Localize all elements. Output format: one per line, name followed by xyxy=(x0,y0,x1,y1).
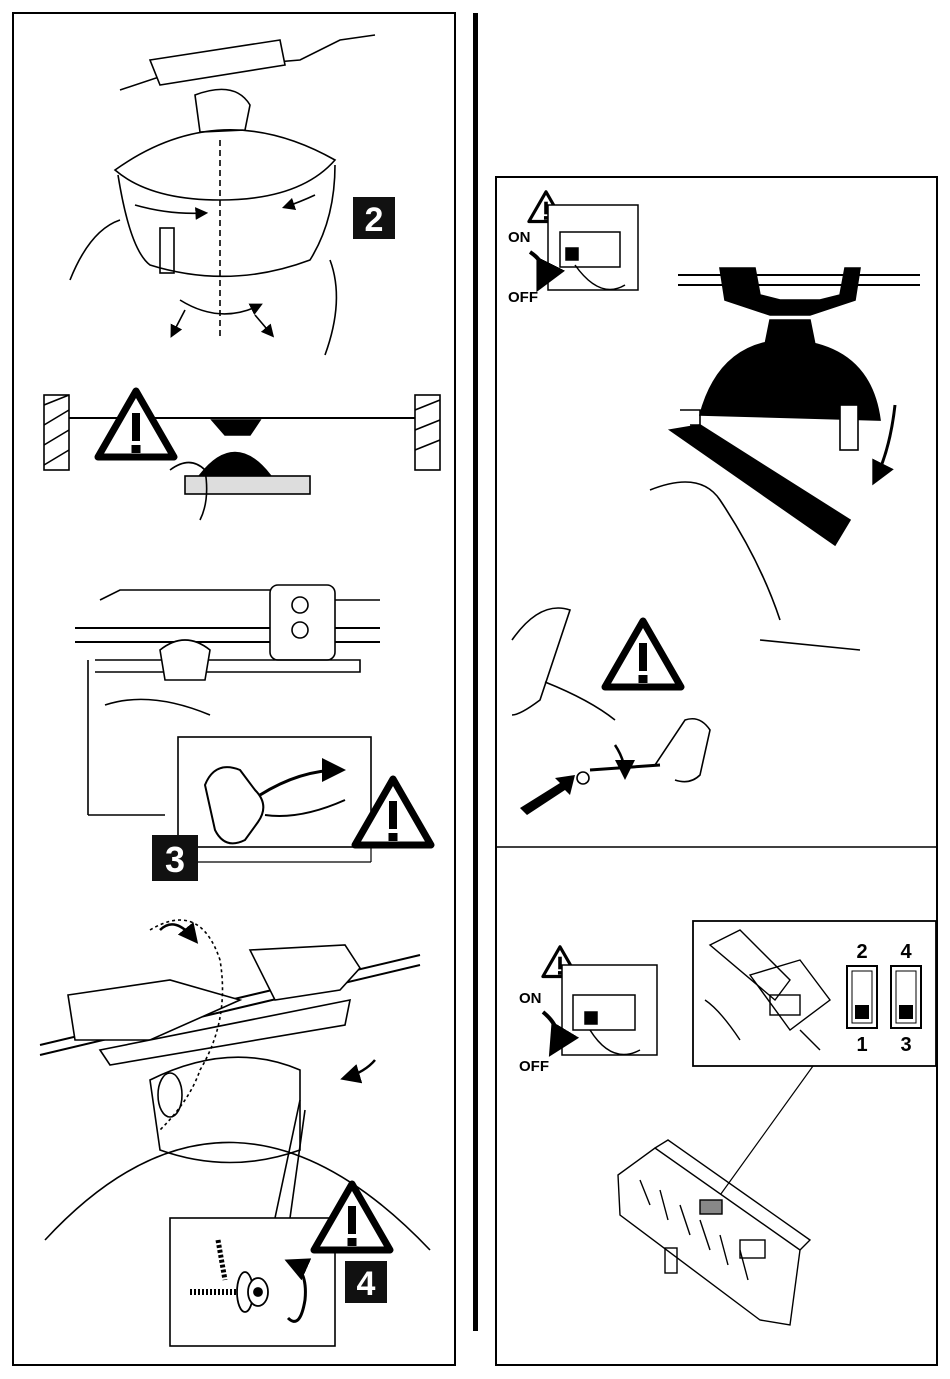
dip-label-1: 1 xyxy=(856,1034,867,1056)
dip-switch-right[interactable] xyxy=(891,966,921,1028)
step-3-label: 3 xyxy=(165,839,185,880)
breaker-box-illustration xyxy=(548,205,638,290)
warning-triangle-icon xyxy=(314,1184,390,1250)
breaker-box-illustration-2 xyxy=(562,965,657,1055)
right-panel-frame xyxy=(496,177,937,1365)
illustration-shade-removal xyxy=(650,268,920,650)
switch-top-off-label: OFF xyxy=(508,289,538,306)
warning-triangle-icon xyxy=(98,391,174,457)
switch-top-on-label: ON xyxy=(508,229,531,246)
dip-label-4: 4 xyxy=(900,941,912,963)
center-divider xyxy=(473,13,478,1331)
push-arrow-icon xyxy=(520,775,575,815)
switch-arrow-icon xyxy=(543,1012,557,1050)
dip-label-3: 3 xyxy=(900,1034,911,1056)
switch-bottom-off-label: OFF xyxy=(519,1058,549,1075)
step-2-label: 2 xyxy=(365,201,384,239)
switch-arrow-icon xyxy=(530,252,543,285)
dip-switch-left[interactable] xyxy=(847,966,877,1028)
illustration-hex-key xyxy=(512,608,710,784)
illustration-bracket-screw xyxy=(40,920,430,1250)
illustration-shade-rotation xyxy=(70,35,375,355)
switch-bottom-on-label: ON xyxy=(519,990,542,1007)
warning-triangle-icon xyxy=(605,621,681,687)
step-4-label: 4 xyxy=(357,1265,376,1303)
callout-line xyxy=(718,1066,813,1198)
dip-label-2: 2 xyxy=(856,941,867,963)
control-module-illustration xyxy=(618,1140,810,1325)
